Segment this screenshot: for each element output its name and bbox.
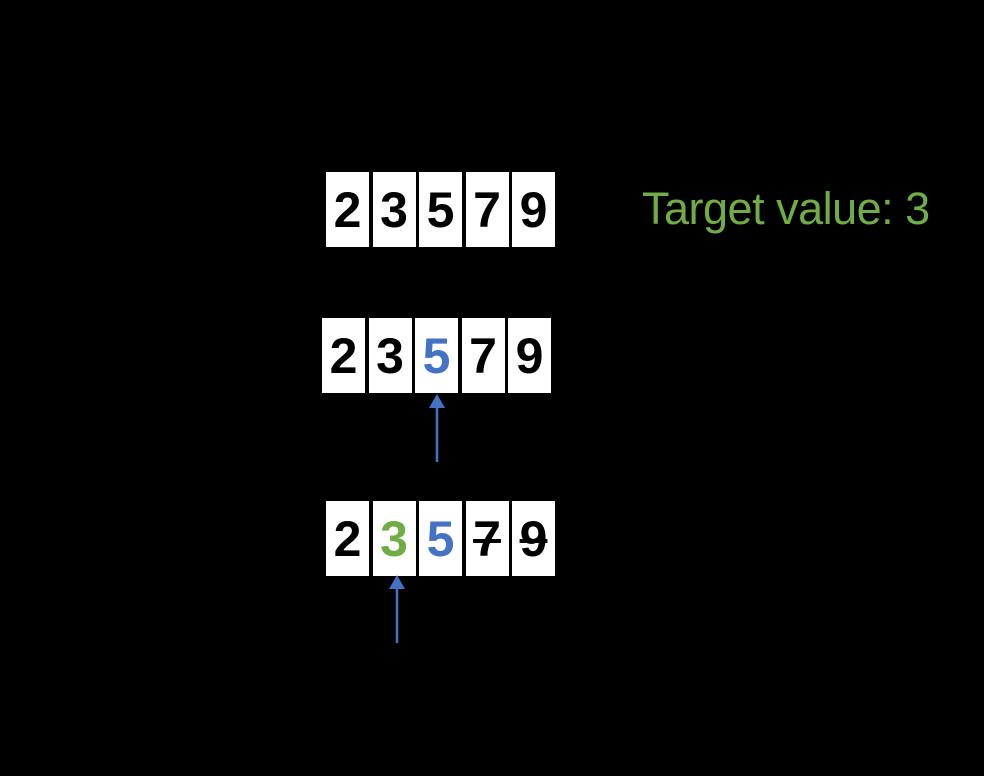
array-row-midpoint-check: 2 3 5 7 9 xyxy=(322,318,551,393)
arrow-up-icon xyxy=(429,394,445,462)
array-cell: 2 xyxy=(326,501,369,576)
array-cell: 9 xyxy=(512,172,555,247)
target-value-label: Target value: 3 xyxy=(642,183,930,234)
arrow-up-icon xyxy=(389,575,405,643)
array-cell: 5 xyxy=(415,318,458,393)
array-cell: 5 xyxy=(419,501,462,576)
array-cell: 7 xyxy=(465,172,509,247)
array-cell: 9 xyxy=(508,318,551,393)
array-row-found: 2 3 5 7 9 xyxy=(326,501,555,576)
array-cell: 3 xyxy=(372,172,416,247)
array-cell: 9 xyxy=(512,501,555,576)
array-cell: 2 xyxy=(326,172,369,247)
array-cell: 3 xyxy=(368,318,412,393)
array-row-initial: 2 3 5 7 9 xyxy=(326,172,555,247)
array-cell: 2 xyxy=(322,318,365,393)
array-cell: 3 xyxy=(372,501,416,576)
array-cell: 5 xyxy=(419,172,462,247)
array-cell: 7 xyxy=(461,318,505,393)
array-cell: 7 xyxy=(465,501,509,576)
